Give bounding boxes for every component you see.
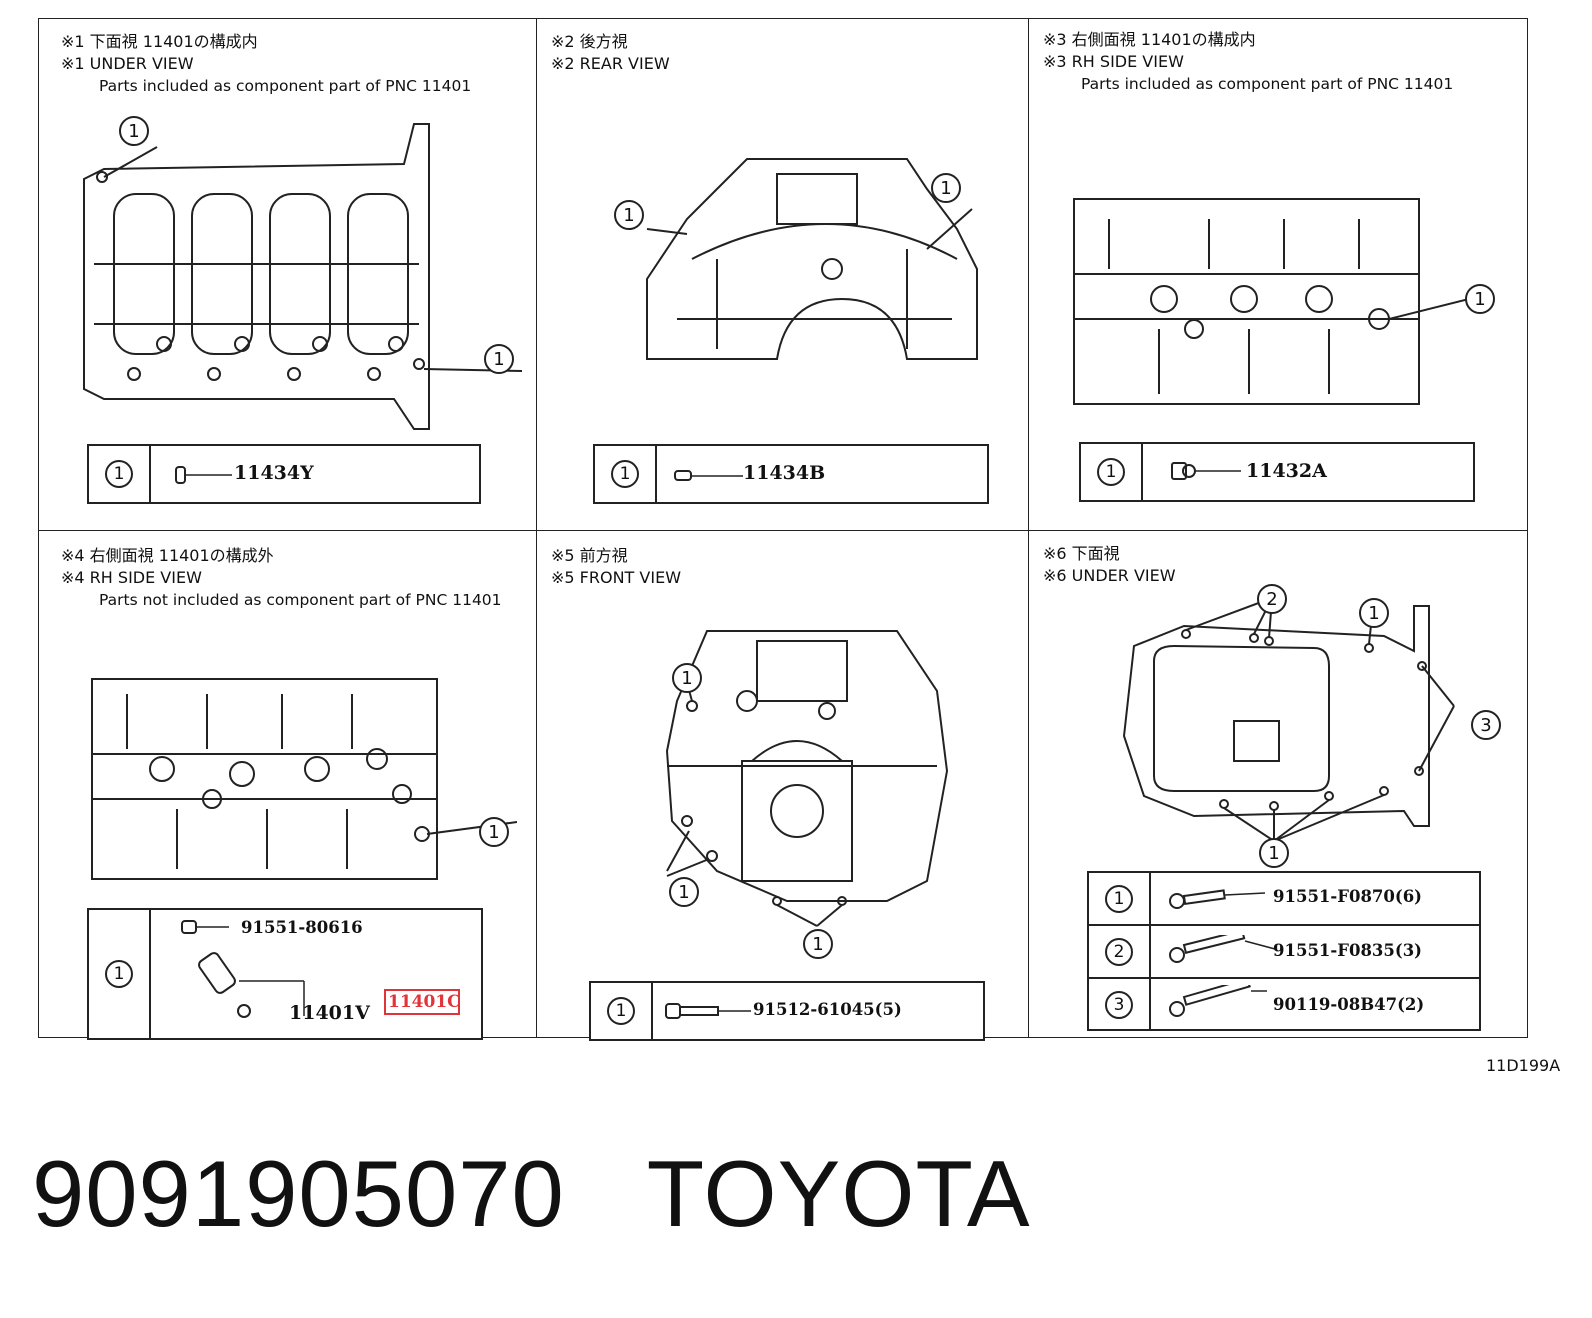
header-note: Parts not included as component part of … bbox=[99, 591, 502, 609]
parts-legend: 1 91551-80616 11401V bbox=[87, 908, 483, 1040]
callout-1: 1 bbox=[672, 663, 702, 693]
header-jp: ※3 右側面視 11401の構成内 bbox=[1043, 30, 1256, 49]
engine-block-rh-side-drawing bbox=[91, 678, 517, 880]
callout-1: 1 bbox=[803, 929, 833, 959]
part-number-11434y[interactable]: 11434Y bbox=[234, 462, 314, 484]
header-en: ※5 FRONT VIEW bbox=[551, 568, 682, 587]
legend-key: 1 bbox=[89, 910, 151, 1038]
callout-1: 1 bbox=[1259, 838, 1289, 868]
footer-brand: TOYOTA bbox=[646, 1141, 1031, 1246]
part-number-90119-08b47[interactable]: 90119-08B47(2) bbox=[1273, 995, 1425, 1014]
pin-icon bbox=[674, 470, 743, 481]
parts-diagram-grid: ※1 下面視 11401の構成内 ※1 UNDER VIEW Parts inc… bbox=[38, 18, 1528, 1041]
part-number-91551-f0835[interactable]: 91551-F0835(3) bbox=[1273, 941, 1422, 960]
header-note: Parts included as component part of PNC … bbox=[1081, 75, 1454, 93]
plug-icon bbox=[1171, 462, 1241, 480]
legend-callout-3: 3 bbox=[1105, 990, 1133, 1019]
parts-legend: 1 11434B bbox=[593, 444, 989, 504]
legend-key-1: 1 bbox=[1089, 873, 1151, 925]
callout-1: 1 bbox=[669, 877, 699, 907]
bolt-icon bbox=[1169, 985, 1267, 1017]
callout-1: 1 bbox=[614, 200, 644, 230]
diagram-code: 11D199A bbox=[1486, 1056, 1561, 1075]
header-jp: ※4 右側面視 11401の構成外 bbox=[61, 546, 274, 565]
callout-1: 1 bbox=[931, 173, 961, 203]
footer-title: 9091905070 TOYOTA bbox=[32, 1140, 1031, 1248]
panel-rh-side-view-1: ※3 右側面視 11401の構成内 ※3 RH SIDE VIEW Parts … bbox=[1029, 19, 1527, 531]
oil-jet-icon bbox=[181, 920, 305, 1018]
highlighted-part-number[interactable]: 11401C bbox=[384, 989, 460, 1015]
legend-callout-1: 1 bbox=[1105, 885, 1133, 913]
header-en: ※6 UNDER VIEW bbox=[1043, 566, 1176, 585]
bolt-icon bbox=[665, 1003, 751, 1019]
header-en: ※4 RH SIDE VIEW bbox=[61, 568, 202, 587]
header-jp: ※1 下面視 11401の構成内 bbox=[61, 32, 258, 51]
callout-1: 1 bbox=[119, 116, 149, 146]
pin-icon bbox=[175, 466, 232, 484]
parts-legend: 1 2 3 91551-F0870(6) 91551-F0835(3) 9011… bbox=[1087, 871, 1481, 1031]
legend-callout-1: 1 bbox=[105, 460, 133, 488]
part-number-91551-f0870[interactable]: 91551-F0870(6) bbox=[1273, 887, 1422, 906]
callout-1: 1 bbox=[484, 344, 514, 374]
engine-block-front-view-drawing bbox=[665, 630, 949, 927]
parts-legend: 1 11432A bbox=[1079, 442, 1475, 502]
legend-key-3: 3 bbox=[1089, 978, 1151, 1031]
bolt-icon bbox=[1169, 935, 1276, 963]
panel-front-view: ※5 前方視 ※5 FRONT VIEW 1 1 1 bbox=[537, 531, 1029, 1041]
header-en: ※2 REAR VIEW bbox=[551, 54, 670, 73]
part-number-91551-80616[interactable]: 91551-80616 bbox=[241, 918, 363, 937]
legend-key: 1 bbox=[591, 983, 653, 1039]
header-en: ※3 RH SIDE VIEW bbox=[1043, 52, 1184, 71]
legend-callout-2: 2 bbox=[1105, 937, 1133, 966]
parts-legend: 1 11434Y bbox=[87, 444, 481, 504]
callout-3: 3 bbox=[1471, 710, 1501, 740]
callout-1: 1 bbox=[479, 817, 509, 847]
part-number-91512-61045[interactable]: 91512-61045(5) bbox=[753, 1000, 902, 1019]
bolt-icon bbox=[1169, 889, 1266, 909]
legend-key-2: 2 bbox=[1089, 925, 1151, 978]
panel-header: ※5 前方視 ※5 FRONT VIEW bbox=[551, 545, 681, 589]
panel-header: ※3 右側面視 11401の構成内 ※3 RH SIDE VIEW Parts … bbox=[1043, 29, 1453, 95]
part-number-11401v[interactable]: 11401V bbox=[289, 1002, 370, 1024]
legend-callout-1: 1 bbox=[611, 460, 639, 488]
legend-divider bbox=[1089, 977, 1479, 979]
panel-under-view-2: ※6 下面視 ※6 UNDER VIEW 2 1 3 1 1 2 3 bbox=[1029, 531, 1527, 1037]
header-jp: ※5 前方視 bbox=[551, 546, 628, 565]
footer-part-number: 9091905070 bbox=[32, 1141, 565, 1246]
header-en: ※1 UNDER VIEW bbox=[61, 54, 194, 73]
header-note: Parts included as component part of PNC … bbox=[99, 77, 472, 95]
callout-1: 1 bbox=[1359, 598, 1389, 628]
oil-pan-under-view-drawing bbox=[1122, 597, 1455, 842]
engine-block-rear-view-drawing bbox=[646, 158, 978, 360]
legend-divider bbox=[1089, 924, 1479, 926]
legend-callout-1: 1 bbox=[607, 997, 635, 1025]
panel-header: ※6 下面視 ※6 UNDER VIEW bbox=[1043, 543, 1176, 587]
callout-1: 1 bbox=[1465, 284, 1495, 314]
engine-block-rh-side-drawing bbox=[1073, 198, 1469, 405]
legend-key: 1 bbox=[1081, 444, 1143, 500]
legend-key: 1 bbox=[595, 446, 657, 502]
panel-header: ※4 右側面視 11401の構成外 ※4 RH SIDE VIEW Parts … bbox=[61, 545, 502, 611]
panel-under-view-1: ※1 下面視 11401の構成内 ※1 UNDER VIEW Parts inc… bbox=[39, 19, 537, 531]
callout-2: 2 bbox=[1257, 584, 1287, 614]
legend-key: 1 bbox=[89, 446, 151, 502]
legend-callout-1: 1 bbox=[1097, 458, 1125, 486]
panel-rear-view: ※2 後方視 ※2 REAR VIEW 1 1 1 11434B bbox=[537, 19, 1029, 531]
legend-callout-1: 1 bbox=[105, 960, 133, 988]
part-number-11432a[interactable]: 11432A bbox=[1246, 460, 1327, 482]
panel-header: ※2 後方視 ※2 REAR VIEW bbox=[551, 31, 670, 75]
part-number-11434b[interactable]: 11434B bbox=[743, 462, 826, 484]
engine-block-under-view-drawing bbox=[83, 123, 523, 430]
panel-header: ※1 下面視 11401の構成内 ※1 UNDER VIEW Parts inc… bbox=[61, 31, 471, 97]
header-jp: ※2 後方視 bbox=[551, 32, 628, 51]
header-jp: ※6 下面視 bbox=[1043, 544, 1120, 563]
parts-legend: 1 91512-61045(5) bbox=[589, 981, 985, 1041]
panel-rh-side-view-2: ※4 右側面視 11401の構成外 ※4 RH SIDE VIEW Parts … bbox=[39, 531, 537, 1040]
